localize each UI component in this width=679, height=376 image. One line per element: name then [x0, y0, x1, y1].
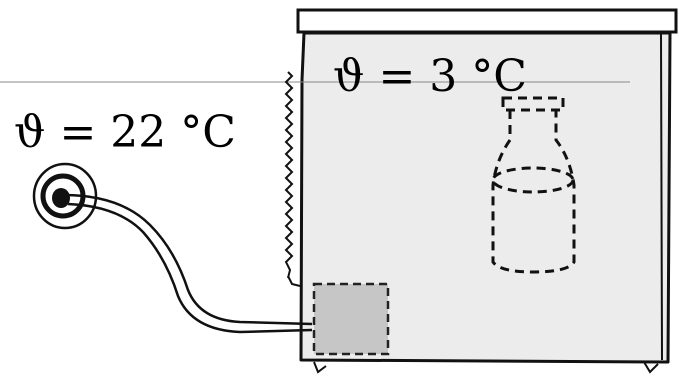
- fridge-foot-left: [313, 361, 327, 374]
- inside-temperature-label: ϑ = 3 °C: [333, 51, 527, 102]
- milk-bottle: [491, 96, 576, 274]
- outside-temperature-label: ϑ = 22 °C: [14, 107, 236, 158]
- power-cord: [63, 193, 313, 334]
- cooling-coil: [284, 71, 294, 279]
- fridge-body: [299, 31, 672, 364]
- fridge-top-lid: [296, 8, 678, 34]
- coil-to-compressor: [287, 275, 301, 287]
- fridge-right-wall: [660, 33, 663, 361]
- fridge-foot-right: [643, 361, 659, 374]
- compressor: [312, 282, 390, 356]
